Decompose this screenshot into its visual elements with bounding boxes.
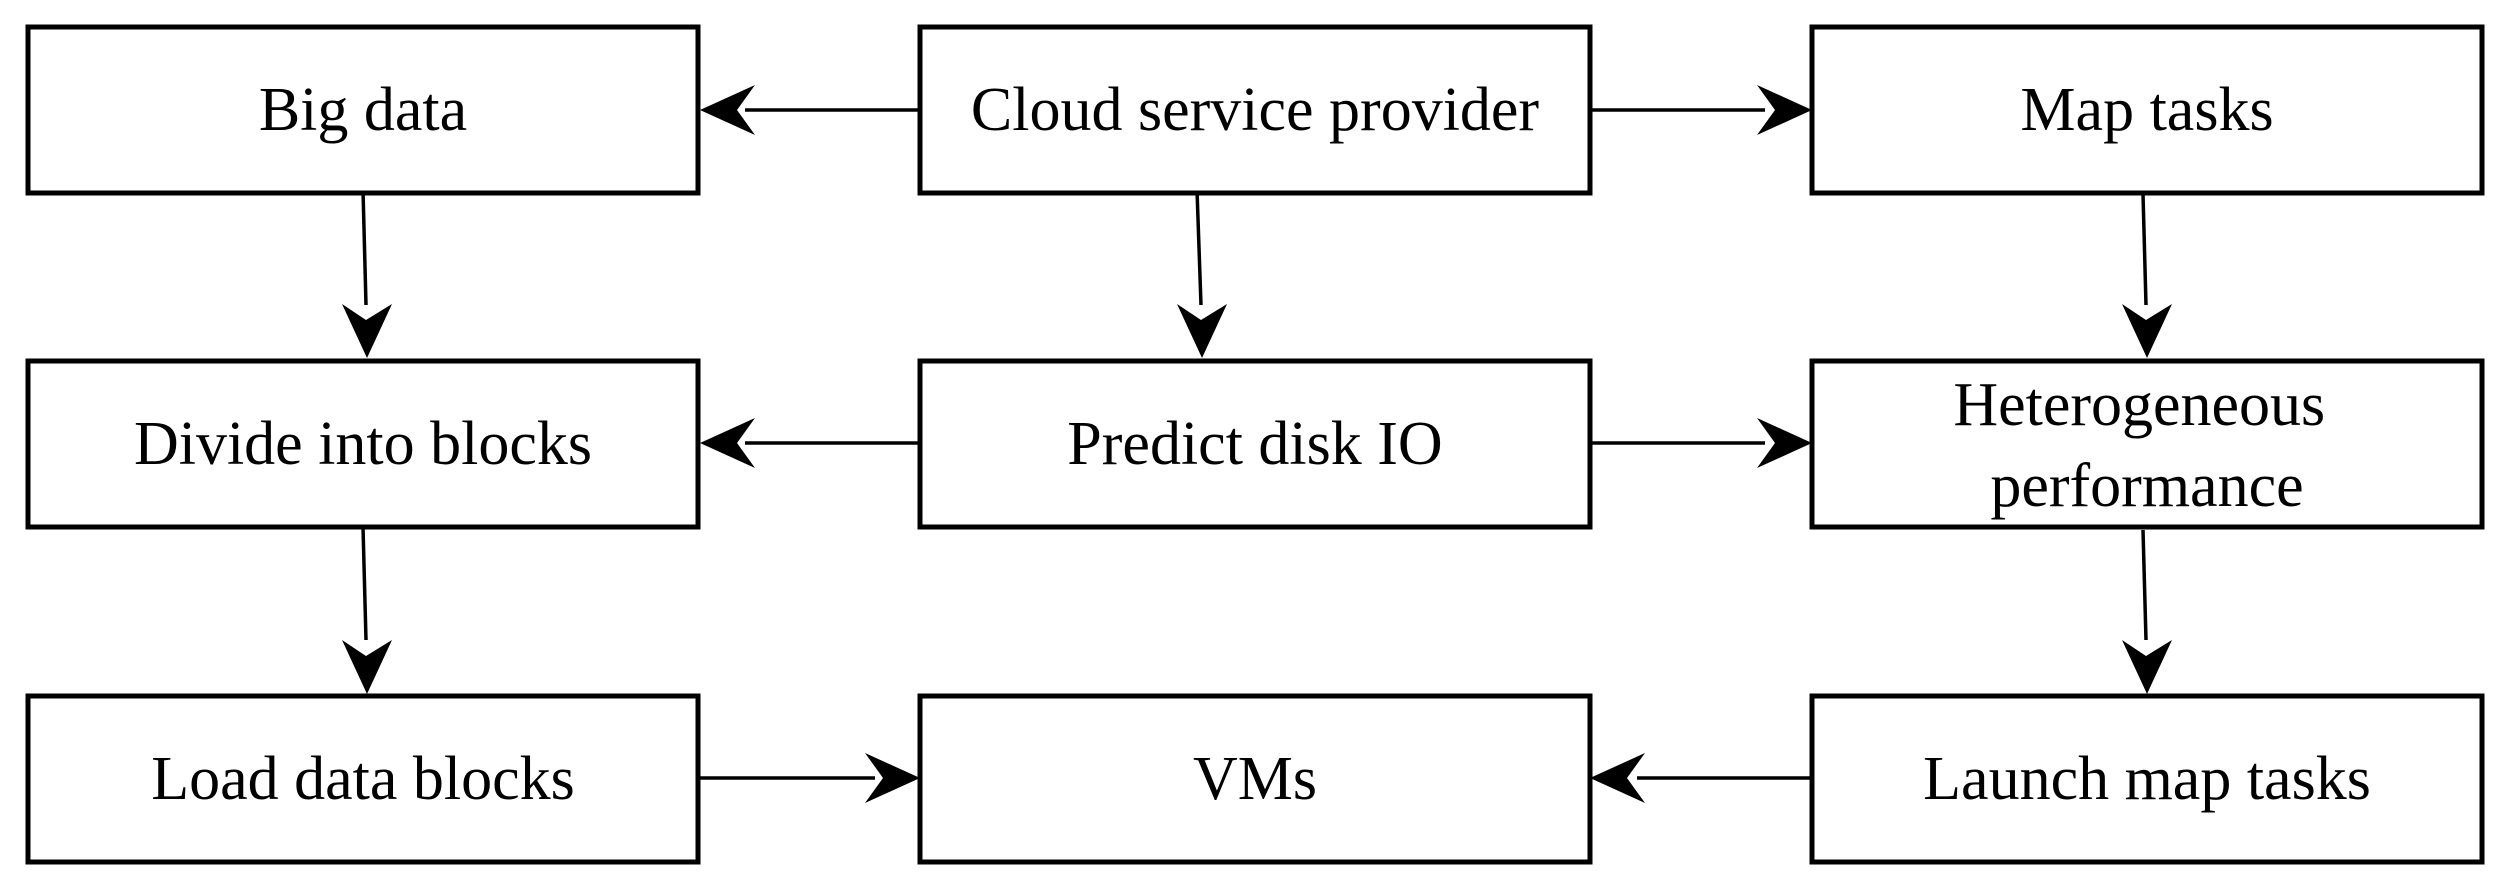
edges	[342, 85, 2172, 803]
node-map-tasks-label: Map tasks	[2020, 76, 2273, 144]
node-heterogeneous-performance-label: Heterogeneous performance	[1953, 371, 2340, 520]
node-divide-into-blocks: Divide into blocks	[25, 358, 701, 530]
node-launch-map-tasks: Launch map tasks	[1809, 693, 2485, 865]
node-launch-map-tasks-label: Launch map tasks	[1923, 745, 2371, 813]
node-divide-into-blocks-label: Divide into blocks	[134, 410, 592, 478]
node-heterogeneous-performance-line2: performance	[1990, 452, 2303, 520]
nodes: Big data Cloud service provider Map task…	[25, 24, 2485, 865]
edge-map-tasks-to-heterogeneous	[2122, 193, 2172, 358]
node-vms: VMs	[917, 693, 1593, 865]
node-cloud-service-provider: Cloud service provider	[917, 24, 1593, 196]
node-predict-disk-io: Predict disk IO	[917, 358, 1593, 530]
edge-predict-to-divide	[700, 418, 920, 468]
edge-big-data-to-divide	[342, 189, 392, 358]
edge-cloud-to-map-tasks	[1590, 85, 1812, 135]
edge-launch-to-vms	[1590, 753, 1812, 803]
node-big-data-label: Big data	[259, 76, 467, 144]
node-predict-disk-io-label: Predict disk IO	[1067, 410, 1442, 478]
node-load-data-blocks: Load data blocks	[25, 693, 701, 865]
edge-load-to-vms	[700, 753, 920, 803]
node-map-tasks: Map tasks	[1809, 24, 2485, 196]
edge-cloud-to-big-data	[700, 85, 920, 135]
edge-cloud-to-predict-disk-io	[1177, 189, 1227, 358]
node-big-data: Big data	[25, 24, 701, 196]
edge-heterogeneous-to-launch	[2122, 529, 2172, 694]
node-cloud-service-provider-label: Cloud service provider	[971, 76, 1540, 144]
edge-divide-to-load	[342, 526, 392, 694]
edge-predict-to-heterogeneous	[1590, 418, 1812, 468]
node-load-data-blocks-label: Load data blocks	[151, 745, 575, 813]
node-heterogeneous-performance-line1: Heterogeneous	[1953, 371, 2325, 439]
node-heterogeneous-performance: Heterogeneous performance	[1809, 358, 2485, 530]
node-vms-label: VMs	[1193, 745, 1317, 813]
